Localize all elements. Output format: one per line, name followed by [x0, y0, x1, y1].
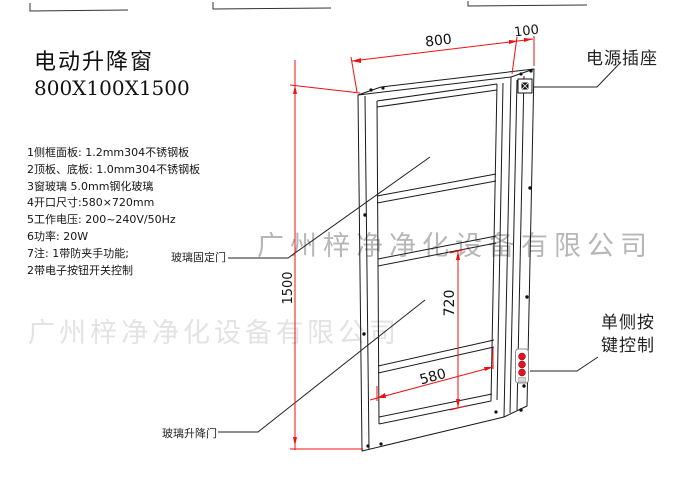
spec-item: 5工作电压: 200~240V/50Hz: [27, 213, 176, 227]
spec-item: 2顶板、底板: 1.0mm304不锈钢板: [27, 162, 201, 176]
red-button-top: [518, 352, 526, 361]
button-panel: [515, 348, 529, 384]
callout-side-button-line1: 单侧按: [601, 313, 655, 333]
watermark-company-middle: 广州梓净净化设备有限公司: [257, 231, 653, 262]
spec-item: 7注: 1带防夹手功能;: [27, 246, 129, 260]
red-button-middle: [518, 360, 526, 369]
dim-text-1500: 1500: [281, 271, 296, 304]
red-button-bottom: [518, 368, 526, 377]
sheet-border-fragments: [29, 1, 588, 12]
callout-power-socket: 电源插座: [586, 49, 658, 69]
leader-power-socket: [533, 61, 622, 88]
dimension-texts: 800 100 1500 720 580: [281, 23, 540, 389]
callout-fixed-glass-door: 玻璃固定门: [171, 251, 226, 264]
spec-item: 4开口尺寸:580×720mm: [27, 196, 155, 210]
page-title: 电动升降窗: [34, 50, 155, 75]
power-socket-icon: [517, 78, 533, 94]
leader-lifting-glass: [218, 299, 426, 433]
leader-side-button: [530, 356, 599, 372]
spec-item: 1侧框面板: 1.2mm304不锈钢板: [27, 146, 190, 159]
page-title-size: 800X100X1500: [34, 76, 190, 100]
dim-line-800: [351, 40, 519, 62]
watermark-company-bottom: 广州梓净净化设备有限公司: [28, 318, 400, 349]
dim-line-580: [369, 366, 494, 401]
callout-side-button-control: 单侧按 键控制: [601, 312, 655, 358]
spec-list: 1侧框面板: 1.2mm304不锈钢板 2顶板、底板: 1.0mm304不锈钢板…: [27, 145, 200, 279]
spec-item: 6功率: 20W: [27, 229, 89, 243]
spec-item: 2带电子按钮开关控制: [27, 263, 133, 277]
dim-text-720: 720: [442, 290, 458, 317]
callout-side-button-line2: 键控制: [601, 336, 655, 356]
spec-item: 3窗玻璃 5.0mm钢化玻璃: [27, 179, 154, 193]
dim-text-100: 100: [513, 23, 539, 41]
callout-lifting-glass-door: 玻璃升降门: [162, 427, 217, 440]
dim-text-580: 580: [418, 366, 448, 388]
leader-lines: [218, 61, 622, 433]
screw-dots: [362, 69, 533, 448]
dim-text-800: 800: [424, 31, 452, 50]
dimension-arrows: [293, 38, 533, 446]
leader-fixed-glass: [228, 156, 431, 259]
